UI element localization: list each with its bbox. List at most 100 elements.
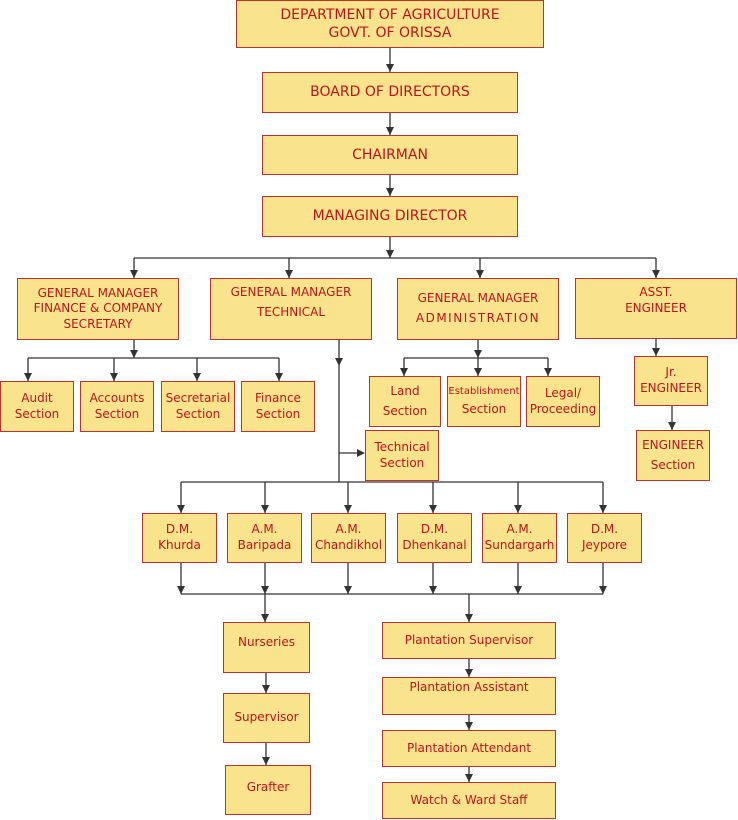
jr-engineer-line2: ENGINEER	[640, 381, 702, 395]
arrowhead	[110, 373, 118, 381]
supervisor-box: Supervisor	[223, 693, 310, 743]
secretarial-section-box: Secretarial Section	[161, 381, 235, 432]
chairman-label: CHAIRMAN	[352, 146, 428, 163]
arrowhead	[275, 373, 283, 381]
land-section-line2: Section	[382, 403, 428, 418]
finance-section-line1: Finance	[255, 390, 301, 405]
gm-technical-line2: TECHNICAL	[256, 304, 326, 319]
audit-section-box: Audit Section	[0, 381, 74, 432]
arrowhead	[544, 368, 552, 376]
nurseries-label: Nurseries	[237, 635, 296, 649]
arrowhead	[386, 64, 394, 72]
finance-section-box: Finance Section	[241, 381, 315, 432]
arrowhead	[465, 722, 473, 730]
arrowhead	[261, 614, 269, 622]
district-office-dhenkanal: D.M. Dhenkanal	[397, 513, 472, 563]
nurseries-box: Nurseries	[223, 622, 310, 673]
arrowhead	[668, 422, 676, 430]
accounts-section-line1: Accounts	[89, 390, 145, 405]
arrowhead	[400, 368, 408, 376]
arrowhead	[429, 505, 437, 513]
district-office-chandikhol-line2: Chandikhol	[314, 538, 383, 552]
arrowhead	[177, 586, 185, 594]
plantation-assistant-box: Plantation Assistant	[382, 677, 556, 715]
finance-section-line2: Section	[255, 406, 301, 421]
technical-section-box: Technical Section	[365, 430, 439, 481]
department-box: DEPARTMENT OF AGRICULTURE GOVT. OF ORISS…	[236, 0, 544, 48]
arrowhead	[262, 685, 270, 693]
audit-section-line2: Section	[14, 406, 60, 421]
gm-technical-line1: GENERAL MANAGER	[230, 285, 352, 299]
department-line2: GOVT. OF ORISSA	[328, 25, 452, 41]
arrowhead	[193, 373, 201, 381]
district-office-khurda-line1: D.M.	[165, 522, 194, 537]
arrowhead	[474, 350, 482, 358]
arrowhead	[465, 614, 473, 622]
district-office-baripada-line1: A.M.	[251, 522, 278, 537]
arrowhead	[476, 270, 484, 278]
managing-director-label: MANAGING DIRECTOR	[312, 208, 468, 225]
department-line1: DEPARTMENT OF AGRICULTURE	[280, 6, 500, 23]
arrowhead	[386, 127, 394, 135]
district-office-jeypore-line2: Jeypore	[581, 538, 628, 552]
arrowhead	[514, 505, 522, 513]
chairman-box: CHAIRMAN	[262, 135, 518, 175]
secretarial-section-line2: Section	[175, 406, 221, 421]
district-office-baripada-line2: Baripada	[237, 538, 292, 552]
arrowhead	[130, 270, 138, 278]
accounts-section-box: Accounts Section	[80, 381, 154, 432]
plantation-supervisor-box: Plantation Supervisor	[382, 622, 556, 659]
accounts-section-line2: Section	[94, 406, 140, 421]
gm-finance-line3: SECRETARY	[63, 316, 133, 331]
arrowhead	[514, 586, 522, 594]
legal-section-line1: Legal/	[544, 385, 582, 400]
arrowhead	[285, 270, 293, 278]
technical-section-line2: Section	[379, 455, 425, 470]
gm-admin-line1: GENERAL MANAGER	[417, 291, 539, 306]
jr-engineer-line1: Jr.	[665, 365, 677, 380]
legal-section-line2: Proceeding	[529, 401, 597, 416]
land-section-box: Land Section	[369, 376, 441, 427]
arrowhead	[177, 505, 185, 513]
watch-ward-staff-box: Watch & Ward Staff	[382, 782, 556, 819]
arrowhead	[344, 586, 352, 594]
engineer-section-line2: Section	[650, 457, 696, 472]
asst-engineer-line1: ASST.	[639, 285, 673, 299]
establishment-section-box: Establishment Section	[447, 376, 521, 427]
legal-section-box: Legal/ Proceeding	[526, 376, 600, 427]
gm-finance-box: GENERAL MANAGER FINANCE & COMPANY SECRET…	[17, 278, 179, 340]
establishment-section-line1: Establishment	[448, 386, 520, 398]
managing-director-box: MANAGING DIRECTOR	[262, 196, 518, 237]
arrowhead	[652, 348, 660, 356]
technical-section-line1: Technical	[374, 439, 430, 454]
arrowhead	[652, 270, 660, 278]
plantation-supervisor-label: Plantation Supervisor	[404, 632, 534, 647]
board-box: BOARD OF DIRECTORS	[262, 72, 518, 113]
district-office-sundargarh-line1: A.M.	[506, 522, 533, 537]
arrowhead	[262, 757, 270, 765]
jr-engineer-box: Jr. ENGINEER	[634, 356, 708, 406]
engineer-section-line1: ENGINEER	[642, 437, 704, 452]
grafter-label: Grafter	[246, 780, 290, 794]
land-section-line1: Land	[390, 383, 420, 398]
supervisor-label: Supervisor	[234, 710, 299, 725]
gm-admin-line2: ADMINISTRATION	[415, 311, 541, 325]
district-office-baripada: A.M. Baripada	[227, 513, 302, 563]
establishment-section-line2: Section	[461, 402, 507, 417]
gm-admin-box: GENERAL MANAGER ADMINISTRATION	[397, 278, 559, 340]
arrowhead	[386, 250, 394, 258]
asst-engineer-box: ASST. ENGINEER	[575, 278, 737, 339]
arrowhead	[130, 350, 138, 358]
arrowhead	[335, 358, 343, 366]
arrowhead	[599, 586, 607, 594]
district-office-sundargarh: A.M. Sundargarh	[482, 513, 557, 563]
arrowhead	[386, 188, 394, 196]
district-office-dhenkanal-line2: Dhenkanal	[402, 538, 467, 552]
plantation-attendant-label: Plantation Attendant	[406, 740, 532, 755]
arrowhead	[261, 586, 269, 594]
arrowhead	[261, 505, 269, 513]
plantation-assistant-label: Plantation Assistant	[409, 680, 529, 694]
arrowhead	[474, 368, 482, 376]
